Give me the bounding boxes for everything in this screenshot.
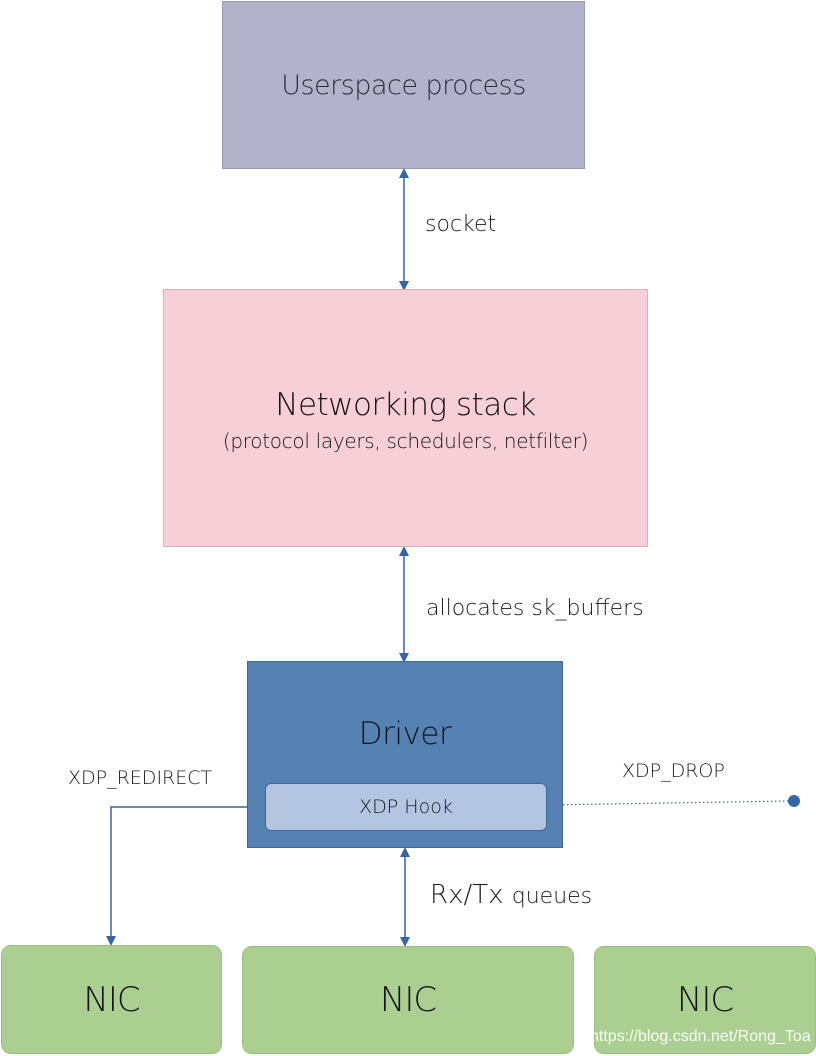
nic-box-left: NIC <box>1 945 222 1054</box>
networking-stack-subtitle: (protocol layers, schedulers, netfilter) <box>222 429 589 453</box>
userspace-process-label: Userspace process <box>281 69 526 101</box>
userspace-process-box: Userspace process <box>222 1 585 169</box>
xdp-drop-line <box>546 800 790 806</box>
networking-stack-box: Networking stack (protocol layers, sched… <box>163 289 648 547</box>
socket-label: socket <box>425 212 497 237</box>
nic-label: NIC <box>83 979 140 1020</box>
nic-box-center: NIC <box>242 946 574 1054</box>
nic-box-right: NIC <box>594 946 816 1054</box>
xdp-redirect-arrow <box>106 806 265 946</box>
rx-tx-label: Rx/Tx <box>430 880 504 910</box>
xdp-hook-label: XDP Hook <box>359 796 453 818</box>
networking-stack-title: Networking stack <box>275 387 536 423</box>
driver-title: Driver <box>358 716 452 752</box>
nic-label: NIC <box>676 980 734 1020</box>
rx-tx-queues-label: Rx/Tx queues <box>430 880 592 910</box>
queues-label: queues <box>511 884 593 909</box>
xdp-drop-label: XDP_DROP <box>622 760 725 782</box>
xdp-redirect-label: XDP_REDIRECT <box>68 767 213 789</box>
xdp-drop-endpoint <box>788 795 800 807</box>
nic-label: NIC <box>379 980 437 1020</box>
xdp-hook-box: XDP Hook <box>265 783 547 831</box>
watermark: https://blog.csdn.net/Rong_Toa <box>590 1028 811 1045</box>
allocates-sk-buffers-label: allocates sk_buffers <box>426 596 644 621</box>
